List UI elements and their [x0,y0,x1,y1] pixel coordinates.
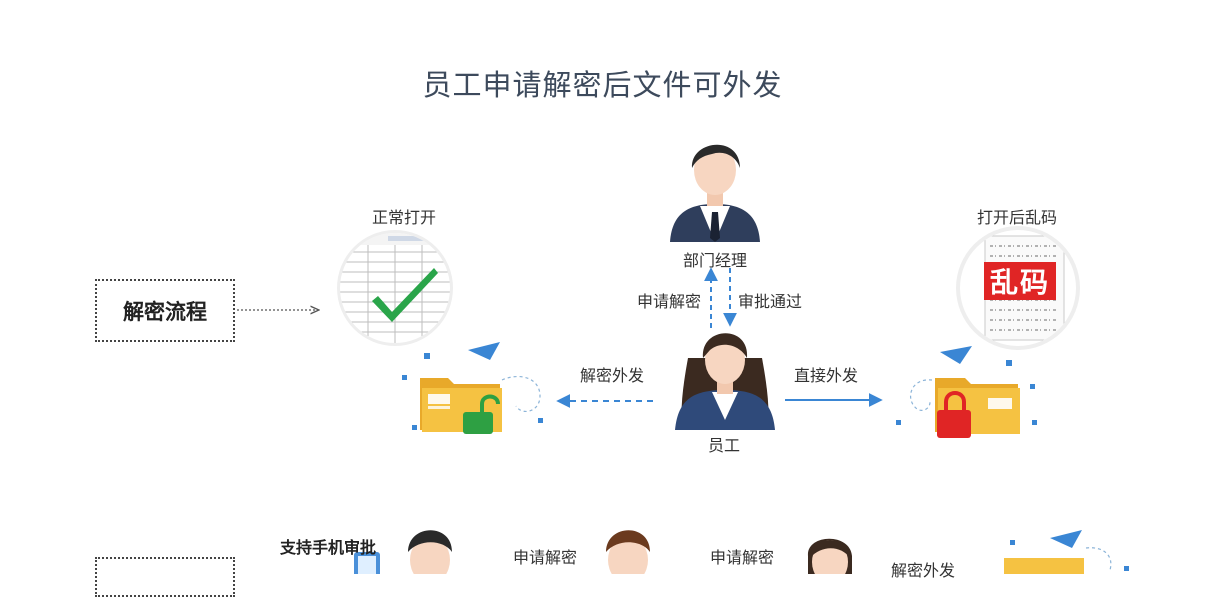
decrypt-send-label: 解密外发 [580,366,645,385]
row2-employee-avatar [807,538,852,574]
manager-avatar [670,144,760,242]
mobile-approve-label: 支持手机审批 [280,538,377,557]
row2-decrypt-send-label: 解密外发 [891,561,956,580]
apply-decrypt-label: 申请解密 [637,292,702,311]
normal-open-preview [337,230,453,346]
page-title: 员工申请解密后文件可外发 [422,68,783,102]
garbled-badge: 乱码 [984,262,1056,300]
row2-apply-label-2: 申请解密 [710,548,775,567]
approve-label: 审批通过 [738,292,803,311]
employee-avatar [675,333,775,430]
process-label-box: 解密流程 [95,279,235,342]
process-label: 解密流程 [123,299,207,324]
manager-label: 部门经理 [683,251,748,270]
row2-phone-icon [354,552,380,574]
employee-label: 员工 [708,436,741,455]
folder-locked-icon [896,346,1037,438]
direct-send-label: 直接外发 [794,366,859,385]
row2-director-avatar [606,530,650,574]
diagram-canvas [237,144,1129,574]
row2-folder-icon [1004,530,1129,574]
garbled-open-label: 打开后乱码 [977,208,1058,227]
row2-apply-label-1: 申请解密 [513,548,578,567]
folder-unlocked-icon [402,342,543,434]
normal-open-label: 正常打开 [372,208,437,227]
row2-manager-avatar [408,530,452,574]
